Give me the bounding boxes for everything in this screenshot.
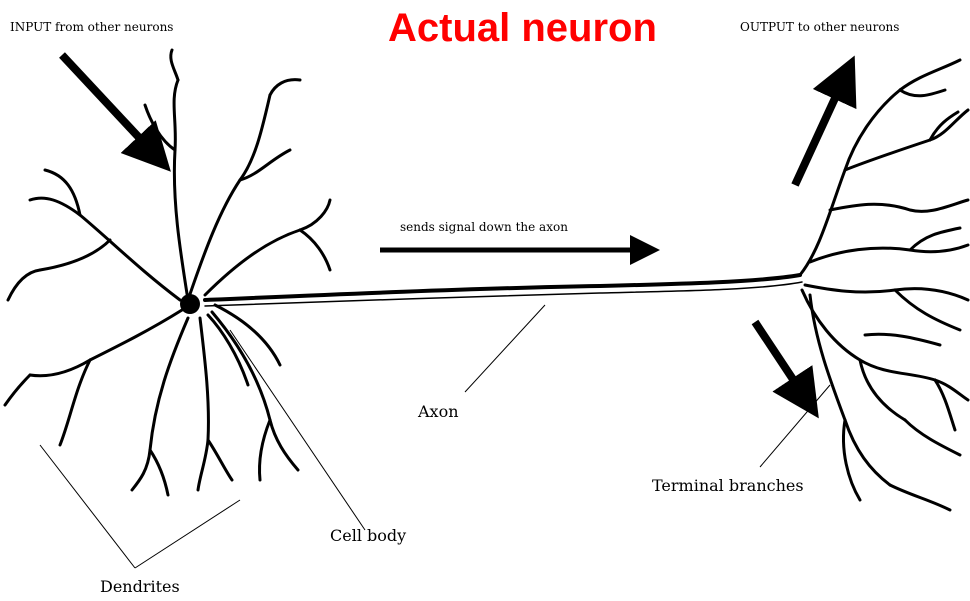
dendrites	[5, 50, 330, 495]
terminal-branches-label: Terminal branches	[652, 476, 804, 495]
output-label: OUTPUT to other neurons	[740, 20, 899, 34]
cell-body-nucleus	[180, 294, 200, 314]
output-arrow-up	[795, 70, 848, 185]
dendrites-label: Dendrites	[100, 577, 180, 596]
axon	[205, 275, 802, 306]
diagram-title: Actual neuron	[388, 6, 657, 51]
input-label: INPUT from other neurons	[10, 20, 173, 34]
axon-label: Axon	[418, 402, 459, 421]
output-arrow-down	[755, 322, 810, 405]
signal-label: sends signal down the axon	[400, 220, 568, 234]
leader-lines	[40, 305, 830, 568]
cell-body-label: Cell body	[330, 526, 406, 545]
